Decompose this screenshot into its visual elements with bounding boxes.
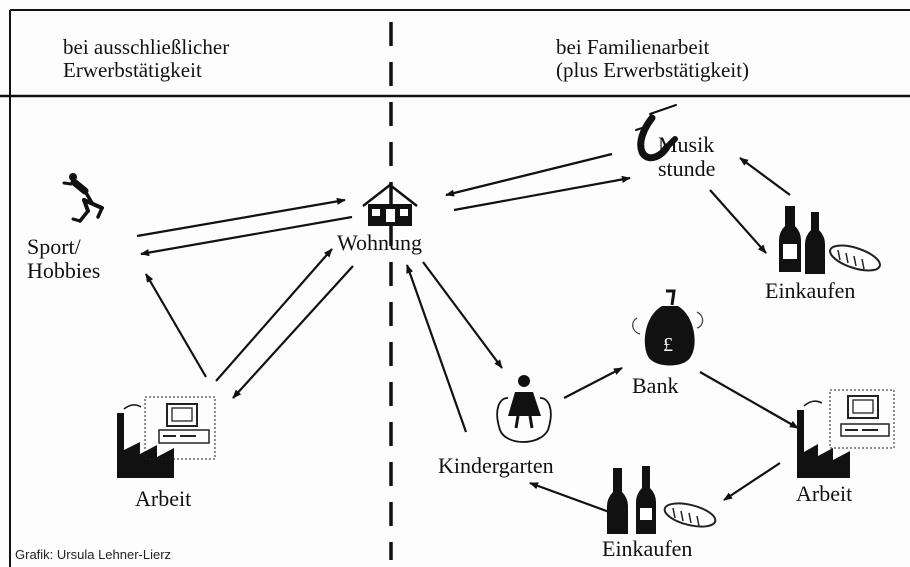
house-icon xyxy=(362,183,418,226)
arrow-shopping-to-music xyxy=(739,157,791,196)
node-bank-label: Bank xyxy=(632,373,679,398)
node-shopping-top-label: Einkaufen xyxy=(765,278,856,303)
frame xyxy=(0,9,910,567)
node-work-left-label: Arbeit xyxy=(135,486,192,511)
header-left-line1: bei ausschließlicher xyxy=(63,35,230,59)
arrow-sport-to-home xyxy=(136,197,346,238)
arrow-home-to-music xyxy=(453,175,631,212)
header-right-line2: (plus Erwerbstätigkeit) xyxy=(556,58,750,82)
bottles-icon xyxy=(607,466,656,534)
right-arrows xyxy=(405,152,799,515)
svg-text:£: £ xyxy=(663,334,673,356)
computer-icon xyxy=(144,396,216,460)
arrow-kindergarten-to-bank xyxy=(563,367,623,399)
node-music-label-line1: Musik xyxy=(658,132,715,157)
arrow-home-to-work xyxy=(232,265,354,399)
header-left-line2: Erwerbstätigkeit xyxy=(63,58,202,82)
arrow-work-to-home xyxy=(215,248,333,382)
child-icon xyxy=(496,375,552,443)
arrow-home-to-sport xyxy=(140,215,353,257)
bread-icon xyxy=(663,502,717,528)
factory-icon xyxy=(797,400,850,478)
arrow-kindergarten-to-home xyxy=(405,264,468,433)
credit-text: Grafik: Ursula Lehner-Lierz xyxy=(15,547,172,562)
factory-icon xyxy=(117,404,174,478)
node-sport-label-line2: Hobbies xyxy=(27,258,101,283)
money-bag-icon: £ xyxy=(632,289,704,366)
bread-icon xyxy=(829,244,881,272)
node-music-label-line2: stunde xyxy=(658,156,716,181)
arrow-work-to-sport xyxy=(145,273,207,378)
saxophone-icon xyxy=(635,104,678,162)
runner-icon xyxy=(62,173,104,223)
arrow-work-to-shopping xyxy=(723,462,781,501)
node-work-right-label: Arbeit xyxy=(796,481,853,506)
node-sport-label-line1: Sport/ xyxy=(27,234,81,259)
arrow-bank-to-work xyxy=(699,371,799,429)
arrow-home-to-kindergarten xyxy=(422,261,503,369)
bottles-icon xyxy=(779,206,825,274)
node-home-label: Wohnung xyxy=(337,230,423,255)
arrow-music-to-home xyxy=(445,152,613,197)
node-shopping-bottom-label: Einkaufen xyxy=(602,536,693,561)
node-kindergarten-label: Kindergarten xyxy=(438,453,554,478)
arrow-shopping-to-kindergarten xyxy=(529,481,613,515)
computer-icon xyxy=(829,389,895,449)
arrow-music-to-shopping xyxy=(709,189,767,254)
header-right-line1: bei Familienarbeit xyxy=(556,35,710,59)
left-arrows xyxy=(136,197,354,399)
